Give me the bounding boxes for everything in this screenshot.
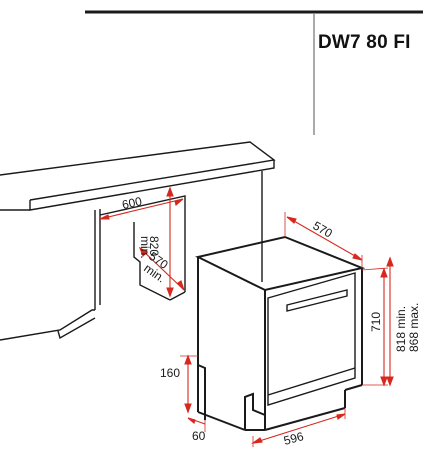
label-height-min: 818 min. <box>394 306 408 352</box>
label-appliance-depth: 570 <box>311 218 336 240</box>
label-niche-height: 820 <box>147 236 161 256</box>
label-niche-height-note: min. <box>138 236 152 259</box>
dimension-labels: 600 820 min. 570 min. 570 710 818 min. 8… <box>121 194 421 448</box>
door-handle <box>286 289 348 312</box>
cabinet-left <box>0 209 101 341</box>
label-plinth-height: 160 <box>160 366 180 380</box>
label-plinth-depth: 60 <box>192 429 206 443</box>
dimension-lines <box>99 186 394 447</box>
dishwasher-door <box>267 272 356 406</box>
worktop <box>0 141 276 282</box>
model-title: DW7 80 FI <box>318 32 411 53</box>
niche-recess <box>99 195 186 301</box>
label-appliance-width: 596 <box>282 429 305 448</box>
label-niche-width: 600 <box>121 194 144 212</box>
label-height-body: 710 <box>369 312 383 332</box>
dishwasher <box>195 235 366 431</box>
label-height-max: 868 max. <box>407 303 421 352</box>
